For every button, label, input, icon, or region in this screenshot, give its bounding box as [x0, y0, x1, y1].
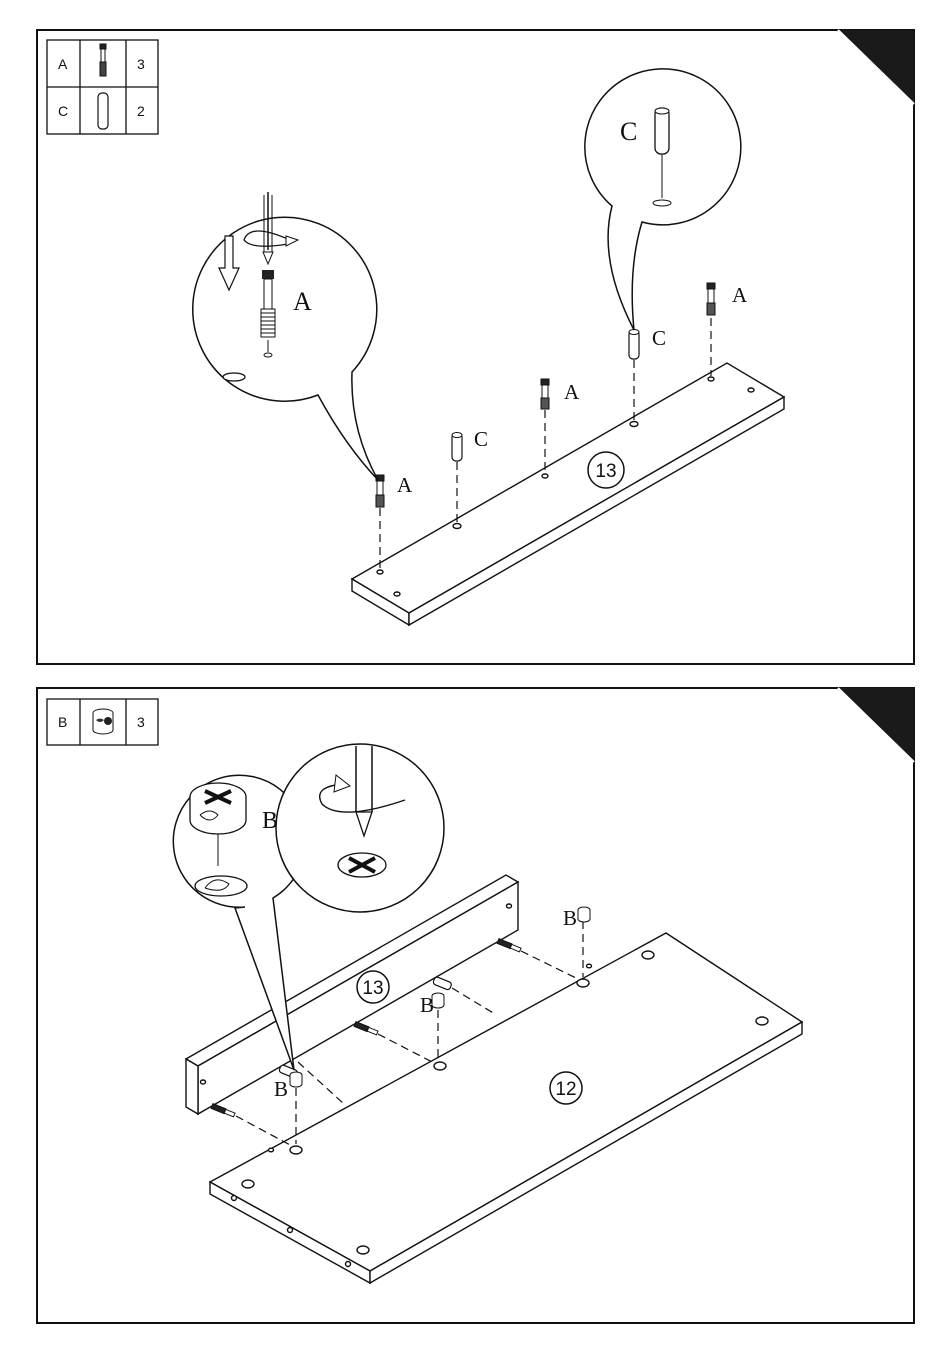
zoom-bubble-c: C	[585, 69, 741, 330]
label-c-1: C	[474, 427, 488, 451]
cam-bolt-a-2	[541, 379, 549, 409]
label-b-1: B	[274, 1077, 288, 1101]
wooden-dowel-icon	[98, 93, 108, 129]
dowel-c-1	[452, 433, 462, 462]
part-letter-b: B	[58, 714, 67, 730]
part-letter-a: A	[58, 56, 68, 72]
label-a-1: A	[397, 473, 413, 497]
zoom-bubble-a: A	[193, 192, 378, 480]
dowel-c-2	[629, 330, 639, 360]
board-number-13-b: 13	[362, 978, 383, 999]
board-12	[210, 933, 802, 1283]
part-qty-a: 3	[137, 56, 145, 72]
part-qty-c: 2	[137, 103, 145, 119]
label-a-2: A	[564, 380, 580, 404]
board-number-12: 12	[555, 1079, 576, 1100]
label-b-3: B	[563, 906, 577, 930]
parts-table: A 3 C 2	[47, 40, 158, 134]
label-a-3: A	[732, 283, 748, 307]
label-b-2: B	[420, 993, 434, 1017]
label-c-2: C	[652, 326, 666, 350]
cam-bolt-icon	[100, 44, 106, 76]
zoom-label-c: C	[620, 117, 637, 146]
cam-lock-b-3	[578, 907, 590, 922]
zoom-bubble-screwdriver	[276, 744, 444, 912]
board-number-13: 13	[595, 461, 616, 482]
cam-lock-b-1	[290, 1072, 302, 1087]
step-panel-2: B 3 13	[37, 688, 914, 1323]
part-qty-b: 3	[137, 714, 145, 730]
parts-table-2: B 3	[47, 699, 158, 745]
cam-bolt-a-3	[707, 283, 715, 315]
cam-lock-nut-icon	[93, 709, 113, 734]
part-letter-c: C	[58, 103, 68, 119]
zoom-label-a: A	[293, 287, 312, 316]
step-panel-1: A 3 C 2	[37, 30, 914, 664]
